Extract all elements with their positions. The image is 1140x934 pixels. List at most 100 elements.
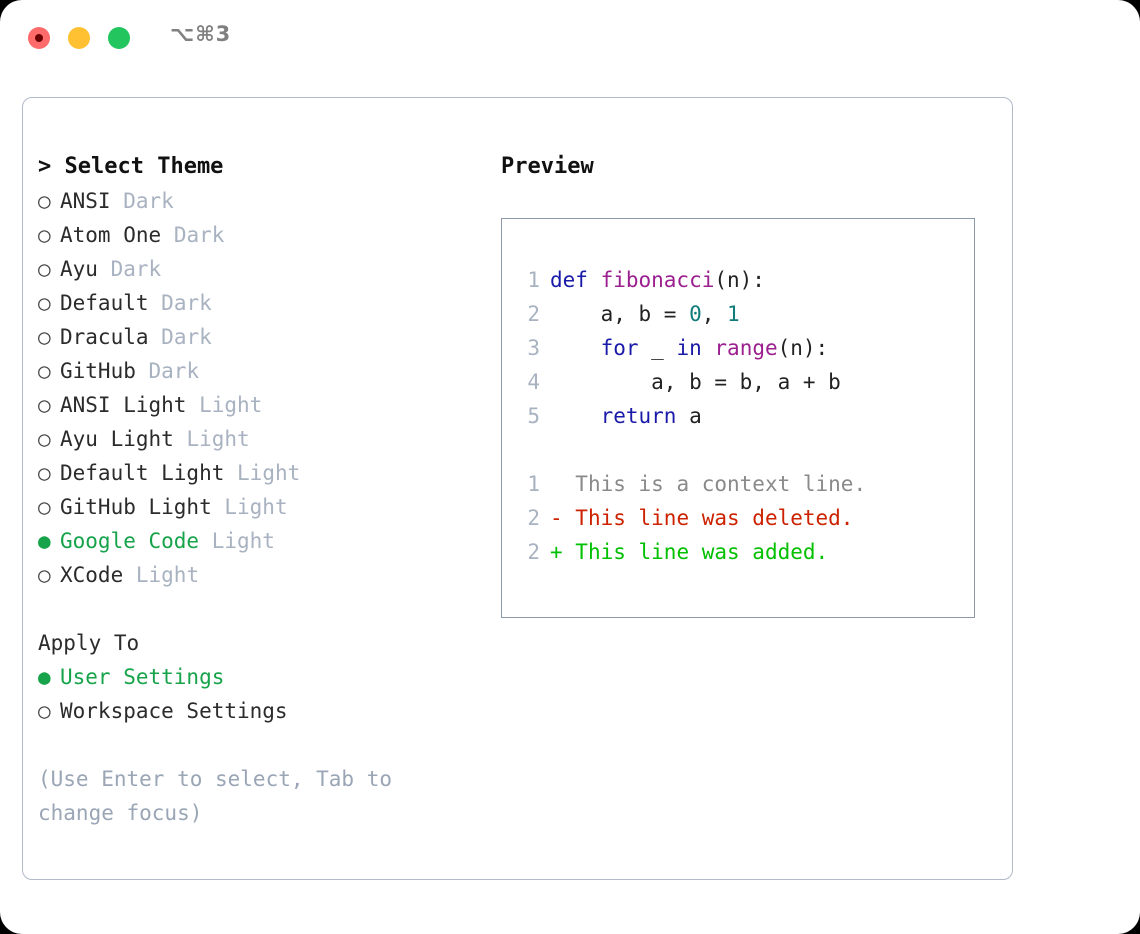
theme-option-kind: Dark (161, 325, 212, 349)
theme-option-ayu[interactable]: ○Ayu Dark (38, 252, 468, 286)
theme-option-kind: Light (199, 393, 263, 417)
code-token: def (550, 268, 601, 292)
diff-marker: + (550, 540, 563, 564)
theme-option-ansi-light[interactable]: ○ ANSI Light Light (38, 388, 468, 422)
theme-picker-column: > Select Theme ○ANSI Dark○Atom One Dark○… (38, 150, 468, 830)
diff-text: This line was deleted. (562, 506, 854, 530)
code-line: 4 a, b = b, a + b (512, 365, 968, 399)
apply-to-option-label: Workspace Settings (60, 699, 288, 723)
diff-marker: - (550, 506, 563, 530)
apply-to-heading: Apply To (38, 631, 140, 655)
keyboard-shortcut-label: ⌥⌘3 (170, 22, 232, 46)
theme-option-name: GitHub Light (60, 495, 212, 519)
minimize-window-button[interactable] (68, 27, 90, 49)
radio-unselected-icon: ○ (38, 393, 51, 417)
theme-option-xcode[interactable]: ○ XCode Light (38, 558, 468, 592)
code-token: _ (638, 336, 677, 360)
theme-option-kind: Light (237, 461, 301, 485)
theme-option-name: Ayu Light (60, 427, 174, 451)
line-number: 4 (527, 370, 540, 394)
code-token: in (676, 336, 702, 360)
apply-to-list[interactable]: ● User Settings ○ Workspace Settings (38, 660, 468, 728)
recording-indicator-icon (35, 34, 43, 42)
radio-selected-icon: ● (38, 529, 51, 553)
keyboard-hint-text: (Use Enter to select, Tab to change focu… (38, 767, 393, 825)
theme-option-atom-one[interactable]: ○ Atom One Dark (38, 218, 468, 252)
radio-unselected-icon: ○ (38, 699, 51, 723)
apply-to-option-label: User Settings (60, 665, 225, 689)
code-token: a, b = b, a + b (550, 370, 841, 394)
radio-unselected-icon: ○ (38, 495, 51, 519)
code-line: 3 for _ in range(n): (512, 331, 968, 365)
theme-option-kind: Light (186, 427, 250, 451)
radio-selected-icon: ● (38, 665, 51, 689)
theme-option-name: ANSI (60, 189, 111, 213)
diff-text: This is a context line. (562, 472, 867, 496)
line-number: 2 (527, 540, 540, 564)
radio-unselected-icon: ○ (38, 291, 51, 315)
code-blank-line (512, 433, 968, 467)
theme-option-kind: Light (135, 563, 200, 587)
theme-list[interactable]: ○ANSI Dark○Atom One Dark○Ayu Dark○Defaul… (38, 184, 468, 592)
code-token: 1 (727, 302, 740, 326)
line-number: 1 (527, 268, 540, 292)
line-number: 5 (527, 404, 540, 428)
code-line: 5 return a (512, 399, 968, 433)
line-number: 1 (527, 472, 540, 496)
diff-text: This line was added. (562, 540, 829, 564)
theme-option-name: XCode (60, 563, 124, 587)
theme-option-name: ANSI Light (60, 393, 187, 417)
maximize-window-button[interactable] (108, 27, 130, 49)
theme-option-ansi[interactable]: ○ ANSI Dark (38, 184, 468, 218)
code-token: for (600, 336, 639, 360)
radio-unselected-icon: ○ (38, 189, 51, 213)
theme-option-kind: Dark (161, 291, 212, 315)
title-bar: ⌥⌘3 (0, 0, 1140, 76)
code-token: return (600, 404, 677, 428)
theme-option-name: Atom One (60, 223, 162, 247)
code-token: (n): (714, 268, 765, 292)
theme-option-dracula[interactable]: ○Dracula Dark (38, 320, 468, 354)
radio-unselected-icon: ○ (38, 359, 51, 383)
theme-option-ayu-light[interactable]: ○ Ayu Light Light (38, 422, 468, 456)
code-token (550, 336, 601, 360)
theme-option-default[interactable]: ○ Default Dark (38, 286, 468, 320)
theme-option-name: Dracula (60, 325, 149, 349)
code-line: 2 a, b = 0, 1 (512, 297, 968, 331)
code-token (702, 336, 715, 360)
theme-option-name: Default (60, 291, 149, 315)
main-panel: > Select Theme ○ANSI Dark○Atom One Dark○… (22, 97, 1013, 880)
theme-option-google-code[interactable]: ● Google Code Light (38, 524, 468, 558)
theme-option-kind: Dark (110, 257, 162, 281)
preview-heading: Preview (501, 154, 594, 179)
code-token: (n): (777, 336, 829, 360)
theme-option-default-light[interactable]: ○Default Light Light (38, 456, 468, 490)
theme-option-kind: Dark (173, 223, 225, 247)
radio-unselected-icon: ○ (38, 427, 51, 451)
theme-option-kind: Light (211, 529, 275, 553)
theme-option-name: Ayu (60, 257, 98, 281)
radio-unselected-icon: ○ (38, 461, 51, 485)
radio-unselected-icon: ○ (38, 223, 51, 247)
theme-option-kind: Dark (148, 359, 200, 383)
select-theme-heading: > Select Theme (38, 154, 224, 179)
code-token: , (701, 302, 728, 326)
theme-option-kind: Dark (123, 189, 174, 213)
theme-option-github-light[interactable]: ○GitHub Light Light (38, 490, 468, 524)
code-token: fibonacci (600, 268, 715, 292)
apply-to-option-workspace-settings[interactable]: ○ Workspace Settings (38, 694, 468, 728)
diff-line: 2 + This line was added. (512, 535, 968, 569)
apply-to-option-user-settings[interactable]: ● User Settings (38, 660, 468, 694)
theme-option-name: Google Code (60, 529, 200, 553)
diff-line: 2- This line was deleted. (512, 501, 968, 535)
code-line: 1 def fibonacci(n): (512, 263, 968, 297)
theme-option-github[interactable]: ○ GitHub Dark (38, 354, 468, 388)
code-token: range (714, 336, 778, 360)
diff-marker (550, 472, 563, 496)
radio-unselected-icon: ○ (38, 563, 51, 587)
theme-option-name: GitHub (60, 359, 136, 383)
line-number: 2 (527, 302, 540, 326)
